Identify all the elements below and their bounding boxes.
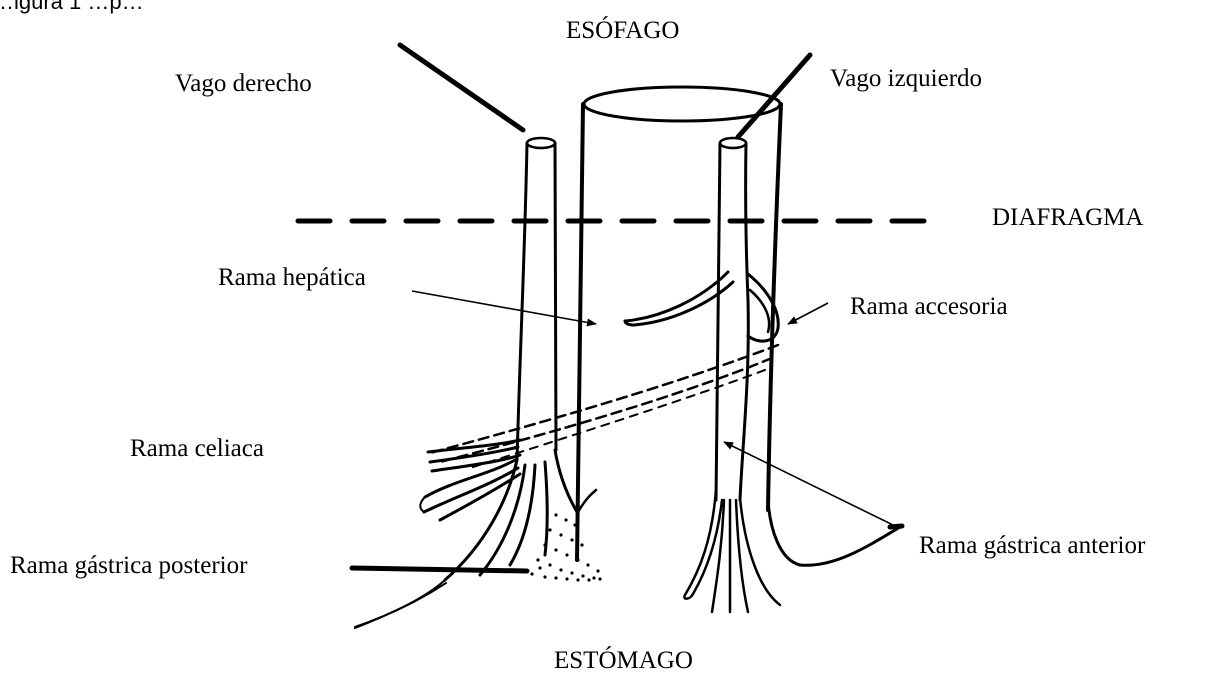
hepatic-branch-label: Rama hepática	[218, 265, 366, 290]
hepatic-branch-arrow	[412, 291, 596, 324]
esophagus-label: ESÓFAGO	[566, 18, 679, 43]
posterior-gastric-branch-shape	[355, 450, 577, 628]
posterior-gastric-branch-label: Rama gástrica posterior	[10, 553, 247, 578]
anterior-gastric-branch-label: Rama gástrica anterior	[919, 533, 1145, 558]
left-vagus-nerve-shape	[716, 55, 810, 500]
celiac-branch-label: Rama celiaca	[130, 436, 264, 461]
celiac-branch-shape	[420, 440, 520, 520]
right-vagus-label: Vago derecho	[175, 71, 312, 96]
accessory-branch-arrow	[788, 303, 828, 324]
anterior-gastric-branch-arrow	[724, 442, 895, 526]
top-caption-fragment: …igura 1 …p…	[0, 0, 144, 13]
stomach-label: ESTÓMAGO	[554, 648, 693, 673]
left-vagus-label: Vago izquierdo	[830, 66, 982, 91]
right-vagus-nerve-shape	[400, 45, 556, 460]
posterior-gastric-stipple	[530, 513, 601, 581]
diaphragm-label: DIAFRAGMA	[992, 205, 1143, 230]
accessory-branch-label: Rama accesoria	[850, 294, 1008, 319]
esophagus-shape	[577, 87, 781, 560]
posterior-gastric-pointer	[352, 568, 527, 571]
anterior-gastric-branch-shape	[684, 490, 900, 612]
